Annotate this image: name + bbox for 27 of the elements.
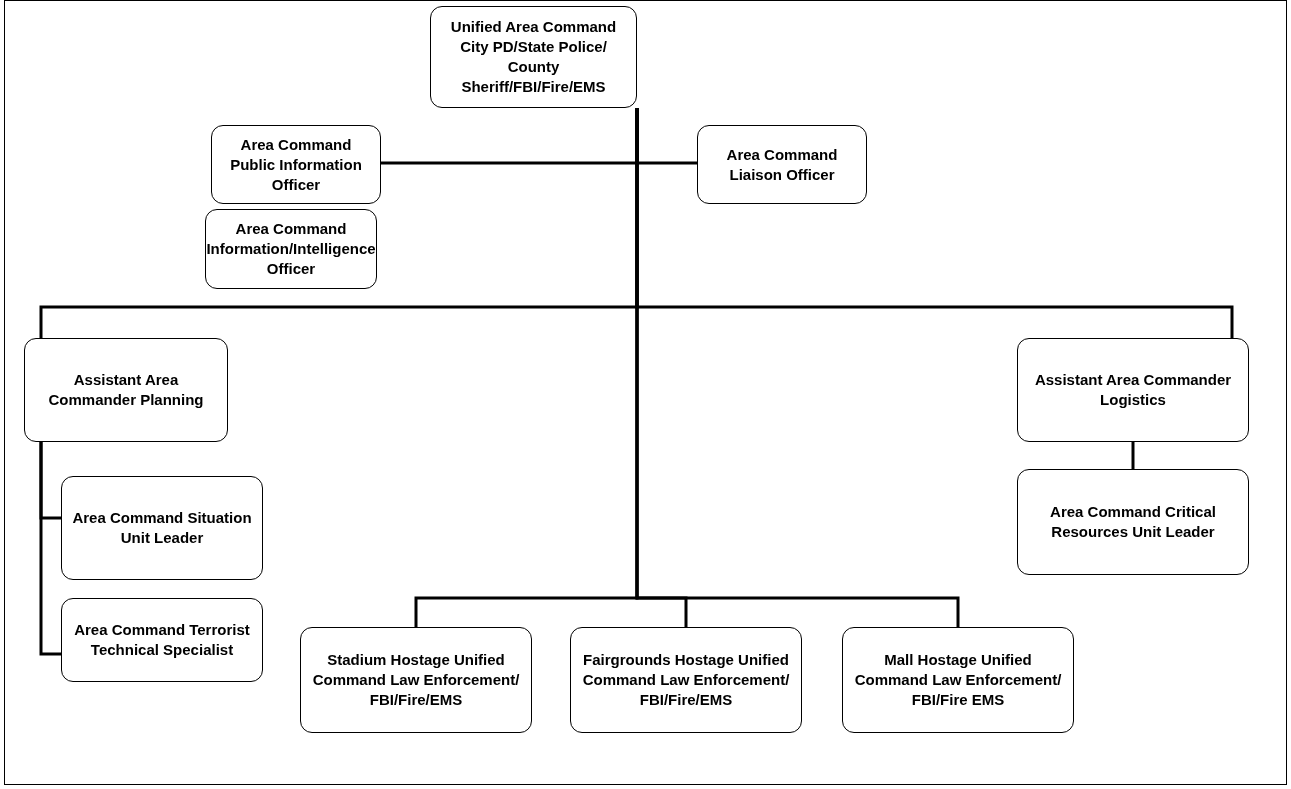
box-label: Area Command Terrorist Technical Specialist [73, 620, 251, 660]
box-label: Area Command Situation Unit Leader [71, 508, 253, 548]
box-label: Area Command Public Information Officer [229, 134, 363, 195]
org-box [697, 125, 867, 204]
org-box [1017, 469, 1249, 575]
box-label: Assistant Area Commander Logistics [1033, 370, 1233, 410]
org-box [61, 476, 263, 580]
org-box [24, 338, 228, 442]
org-box [300, 627, 532, 733]
org-box [205, 209, 377, 289]
box-label: Mall Hostage Unified Command Law Enforcement/ FBI/Fire EMS [853, 650, 1063, 710]
box-label: Area Command Critical Resources Unit Leader [1049, 502, 1217, 542]
box-label: City PD/State Police/ County Sheriff/FBI/Fire/EMS [459, 37, 608, 97]
box-label: Unified Area Command [450, 17, 617, 37]
connector-line [1131, 442, 1135, 469]
org-box [430, 6, 637, 108]
org-box [1017, 338, 1249, 442]
box-label: Assistant Area Commander Planning [47, 370, 205, 410]
org-box [211, 125, 381, 204]
box-label: Area Command Liaison Officer [725, 144, 839, 185]
org-box [842, 627, 1074, 733]
box-label: Stadium Hostage Unified Command Law Enforcement/ FBI/Fire/EMS [311, 650, 521, 710]
box-label: Area Command Information/Intelligence Officer [206, 219, 376, 279]
box-label: Fairgrounds Hostage Unified Command Law Enforcement/ FBI/Fire/EMS [581, 650, 791, 710]
org-box [570, 627, 802, 733]
org-box [61, 598, 263, 682]
connector-line [39, 442, 61, 656]
